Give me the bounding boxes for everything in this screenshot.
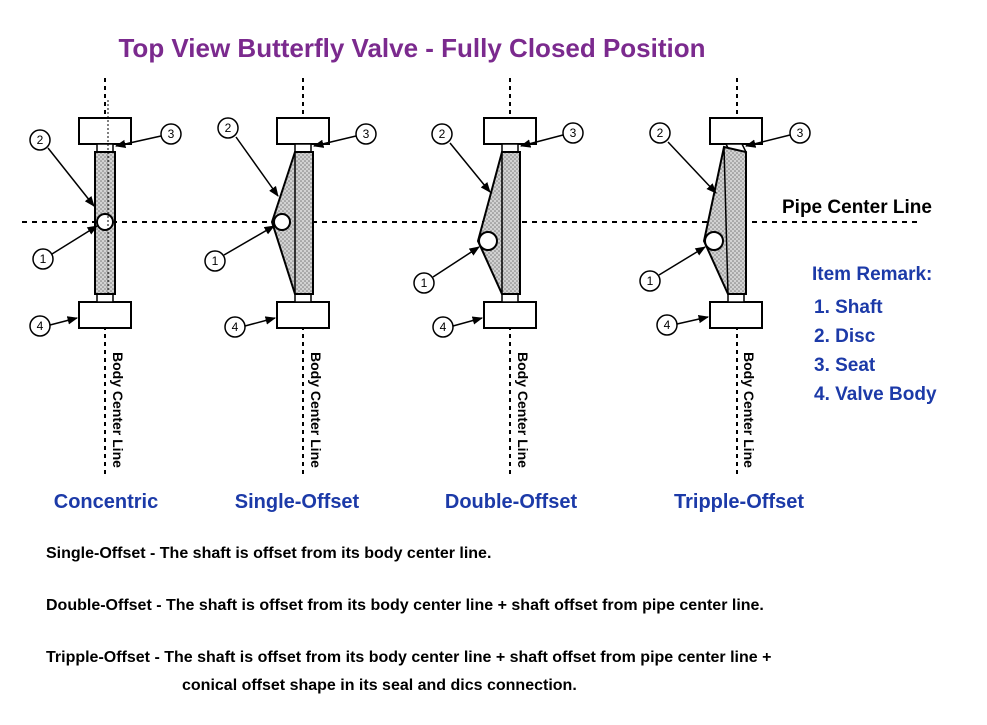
- valve-caption: Tripple-Offset: [674, 491, 804, 513]
- callout-1: [413, 272, 435, 294]
- callout-3-number: 3: [570, 126, 577, 140]
- valve-caption: Concentric: [54, 491, 158, 513]
- callout-4-number: 4: [232, 320, 239, 334]
- valve-double-offset: 2 3 1 4 Body Center Line Double-Offset: [413, 78, 584, 513]
- item-remark-heading: Item Remark:: [812, 264, 932, 285]
- valve-body-top: [276, 117, 330, 145]
- item-remark-legend: Item Remark: 1. Shaft 2. Disc 3. Seat 4.…: [812, 264, 937, 405]
- callout-2: [431, 123, 453, 145]
- callout-3-arrow: [519, 134, 564, 148]
- callout-1-number: 1: [421, 276, 428, 290]
- valve-concentric: 2 3 1 4 Body Center Line Concentric: [29, 78, 182, 513]
- callout-1-arrow: [51, 225, 98, 255]
- callout-3-arrow: [114, 135, 162, 149]
- callout-4: [224, 316, 246, 338]
- callout-4-arrow: [676, 314, 710, 325]
- seat-bottom: [294, 293, 312, 303]
- callout-4: [656, 314, 678, 336]
- callout-1-number: 1: [40, 252, 47, 266]
- shaft: [478, 231, 498, 251]
- description-tripple-offset-continued: conical offset shape in its seal and dic…: [182, 677, 577, 694]
- callout-2: [649, 122, 671, 144]
- disc: [270, 151, 314, 295]
- diagram-title: Top View Butterfly Valve - Fully Closed …: [118, 33, 705, 63]
- valve-caption: Single-Offset: [235, 491, 360, 513]
- callout-1: [639, 270, 661, 292]
- item-remark-seat: 3. Seat: [814, 355, 876, 376]
- description-single-offset: Single-Offset - The shaft is offset from…: [46, 545, 491, 562]
- callout-2: [29, 129, 51, 151]
- callout-2-number: 2: [225, 121, 232, 135]
- shaft: [96, 213, 114, 231]
- body-center-line-label: Body Center Line: [308, 352, 324, 468]
- callout-2-number: 2: [37, 133, 44, 147]
- callout-1-arrow: [658, 246, 706, 276]
- callout-1: [204, 250, 226, 272]
- offset-descriptions: Single-Offset - The shaft is offset from…: [46, 545, 771, 694]
- callout-1-arrow: [223, 225, 275, 256]
- valve-body-bottom: [483, 301, 537, 329]
- seat-top: [96, 143, 114, 153]
- disc: [476, 151, 521, 295]
- valve-caption: Double-Offset: [445, 491, 578, 513]
- callout-4-number: 4: [440, 320, 447, 334]
- item-remark-valve-body: 4. Valve Body: [814, 384, 937, 405]
- callout-1-arrow: [432, 246, 480, 278]
- valve-body-bottom: [709, 301, 763, 329]
- callout-4: [432, 316, 454, 338]
- pipe-center-line-label: Pipe Center Line: [782, 197, 932, 218]
- seat-bottom: [727, 293, 745, 303]
- seat-top: [501, 143, 519, 153]
- valve-body-bottom: [78, 301, 132, 329]
- body-center-line-label: Body Center Line: [110, 352, 126, 468]
- shaft: [704, 231, 724, 251]
- valve-single-offset: 2 3 1 4 Body Center Line Single-Offset: [204, 78, 377, 513]
- valve-body-top: [709, 117, 763, 145]
- seat-bottom: [96, 293, 114, 303]
- callout-3: [789, 122, 811, 144]
- callout-4-number: 4: [664, 318, 671, 332]
- callout-2-arrow: [47, 147, 95, 207]
- disc: [702, 145, 747, 295]
- callout-3-number: 3: [363, 127, 370, 141]
- callout-4: [29, 315, 51, 337]
- callout-2-number: 2: [439, 127, 446, 141]
- callout-1-number: 1: [212, 254, 219, 268]
- callout-3: [562, 122, 584, 144]
- description-double-offset: Double-Offset - The shaft is offset from…: [46, 597, 764, 614]
- disc-edge: [723, 146, 729, 295]
- body-center-line-label: Body Center Line: [741, 352, 757, 468]
- body-center-line-label: Body Center Line: [515, 352, 531, 468]
- item-remark-shaft: 1. Shaft: [814, 297, 883, 318]
- callout-3-number: 3: [168, 127, 175, 141]
- callout-1: [32, 248, 54, 270]
- seat-bottom: [501, 293, 519, 303]
- callout-4-number: 4: [37, 319, 44, 333]
- callout-3: [160, 123, 182, 145]
- callout-2-arrow: [235, 136, 279, 197]
- valve-body-top: [483, 117, 537, 145]
- callout-3-number: 3: [797, 126, 804, 140]
- callout-3: [355, 123, 377, 145]
- item-remark-disc: 2. Disc: [814, 326, 876, 347]
- shaft: [273, 213, 291, 231]
- description-tripple-offset: Tripple-Offset - The shaft is offset fro…: [46, 649, 771, 666]
- callout-4-arrow: [452, 316, 484, 327]
- valve-tripple-offset: 2 3 1 4 Body Center Line Tripple-Offset: [639, 78, 811, 513]
- callout-1-number: 1: [647, 274, 654, 288]
- valve-body-bottom: [276, 301, 330, 329]
- callout-2-arrow: [449, 142, 491, 193]
- seat-top: [294, 143, 312, 153]
- callout-3-arrow: [744, 134, 791, 148]
- callout-2-number: 2: [657, 126, 664, 140]
- callout-2: [217, 117, 239, 139]
- callout-4-arrow: [49, 316, 79, 326]
- callout-2-arrow: [667, 141, 717, 194]
- callout-4-arrow: [244, 316, 277, 327]
- valve-body-top: [78, 117, 132, 145]
- callout-3-arrow: [312, 135, 357, 148]
